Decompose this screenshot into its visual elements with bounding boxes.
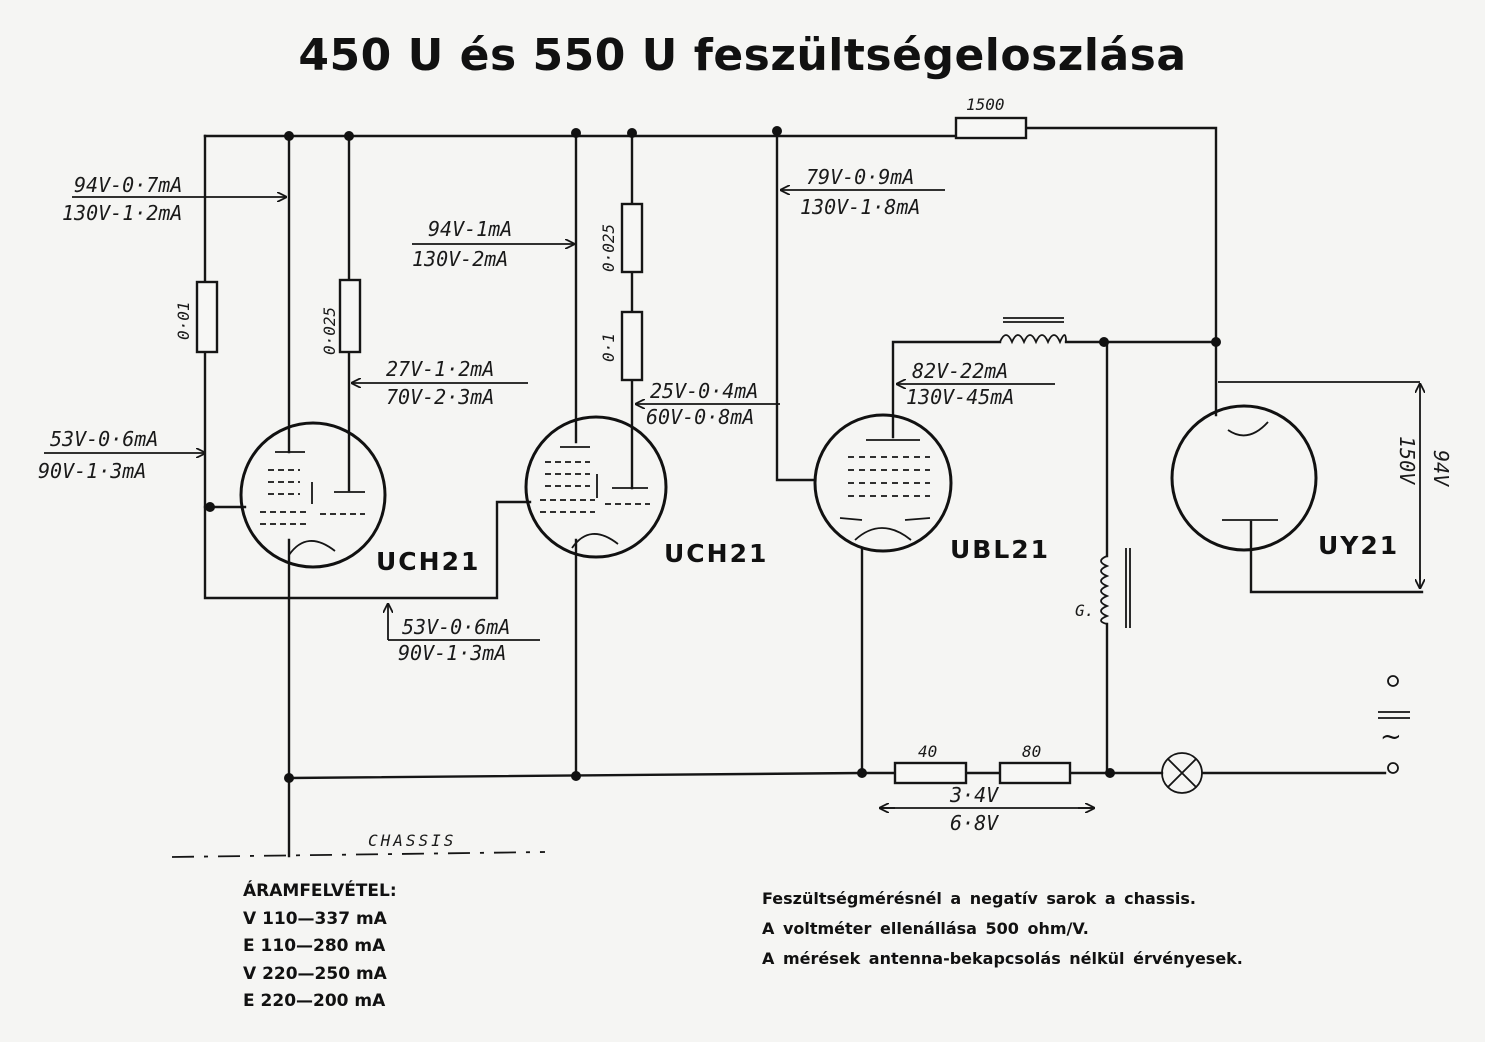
resistor-0-025-mid-label: 0·025 [599, 224, 618, 272]
measurement-2: 53V-0·6mA 90V-1·3mA [38, 427, 205, 483]
measurement-5-value-b: 60V-0·8mA [646, 405, 754, 429]
consumption-row: V 220—250 mA [243, 963, 387, 984]
measurement-7: 82V-22mA 130V-45mA [897, 359, 1055, 409]
measurement-10-value-b: 6·8V [950, 811, 999, 835]
measurement-1-value-a: 94V-0·7mA [74, 173, 182, 197]
tube-uch21-2: UCH21 [524, 415, 768, 568]
choke-label: G. [1075, 601, 1094, 620]
note-line: A mérések antenna-bekapcsolás nélkül érv… [762, 949, 1243, 968]
resistor-0-01-label: 0·01 [174, 301, 193, 340]
tube-label-uy21: UY21 [1318, 531, 1399, 560]
resistor-0-025-left-label: 0·025 [320, 307, 339, 355]
measurement-2-value-a: 53V-0·6mA [50, 427, 158, 451]
measurement-notes: Feszültségmérésnél a negatív sarok a cha… [762, 884, 1243, 974]
resistor-0-1-label: 0·1 [599, 333, 618, 362]
measurement-6-value-b: 130V-1·8mA [800, 195, 920, 219]
current-consumption-table: ÁRAMFELVÉTEL: V 110—337 mA E 110—280 mA … [243, 878, 397, 1016]
measurement-7-value-b: 130V-45mA [906, 385, 1014, 409]
filter-choke: G. [1075, 548, 1131, 628]
output-transformer [999, 317, 1067, 345]
measurement-4-value-a: 94V-1mA [428, 217, 512, 241]
measurement-9: 150V 94V [1218, 381, 1453, 588]
pilot-lamp [1161, 752, 1203, 794]
measurement-3: 27V-1·2mA 70V-2·3mA [352, 357, 528, 409]
measurement-3-value-a: 27V-1·2mA [386, 357, 494, 381]
measurement-2-value-b: 90V-1·3mA [38, 459, 146, 483]
measurement-9-value-b: 94V [1429, 450, 1453, 487]
measurement-7-value-a: 82V-22mA [912, 359, 1008, 383]
measurement-8-value-b: 90V-1·3mA [398, 641, 506, 665]
measurement-5-value-a: 25V-0·4mA [650, 379, 758, 403]
resistor-0-025-mid [620, 202, 644, 274]
page-title: 450 U és 550 U feszültségeloszlása [298, 30, 1187, 81]
resistor-1500 [954, 116, 1028, 140]
measurement-10: 3·4V 6·8V [880, 783, 1094, 835]
tube-uy21: UY21 [1170, 404, 1399, 560]
tube-label-ubl21: UBL21 [950, 535, 1050, 564]
mains-ac-symbol: ~ [1380, 722, 1402, 752]
tube-label-uch21-2: UCH21 [664, 539, 768, 568]
tube-ubl21: UBL21 [813, 413, 1050, 564]
measurement-6: 79V-0·9mA 130V-1·8mA [781, 165, 945, 219]
measurement-8-value-a: 53V-0·6mA [402, 615, 510, 639]
chassis-label: CHASSIS [368, 831, 456, 850]
measurement-10-value-a: 3·4V [949, 783, 999, 807]
mains-terminals: ~ [1378, 675, 1410, 774]
junctions [205, 126, 1221, 783]
resistor-80 [998, 761, 1072, 785]
measurement-4: 94V-1mA 130V-2mA [412, 217, 574, 271]
resistor-0-1 [620, 310, 644, 382]
resistor-1500-label: 1500 [966, 95, 1005, 114]
resistor-80-label: 80 [1022, 742, 1041, 761]
consumption-row: E 110—280 mA [243, 936, 386, 956]
resistor-40-label: 40 [918, 742, 937, 761]
measurement-5: 25V-0·4mA 60V-0·8mA [636, 379, 780, 429]
note-line: Feszültségmérésnél a negatív sarok a cha… [762, 889, 1196, 908]
consumption-row: E 220—200 mA [243, 991, 386, 1011]
measurement-8: 53V-0·6mA 90V-1·3mA [388, 604, 540, 665]
measurement-3-value-b: 70V-2·3mA [386, 385, 494, 409]
measurement-1: 94V-0·7mA 130V-1·2mA [62, 173, 286, 225]
resistor-0-025-left [338, 278, 362, 354]
measurement-9-value-a: 150V [1395, 436, 1419, 485]
measurement-6-value-a: 79V-0·9mA [806, 165, 914, 189]
resistor-0-01 [195, 280, 219, 354]
note-line: A voltméter ellenállása 500 ohm/V. [762, 919, 1089, 938]
consumption-row: V 110—337 mA [243, 908, 387, 929]
resistor-40 [893, 761, 968, 785]
measurement-1-value-b: 130V-1·2mA [62, 201, 182, 225]
measurement-4-value-b: 130V-2mA [412, 247, 508, 271]
wiring [171, 126, 1424, 858]
tube-uch21-1: UCH21 [239, 421, 480, 576]
tube-label-uch21-1: UCH21 [376, 547, 480, 576]
consumption-heading: ÁRAMFELVÉTEL: [243, 881, 397, 901]
